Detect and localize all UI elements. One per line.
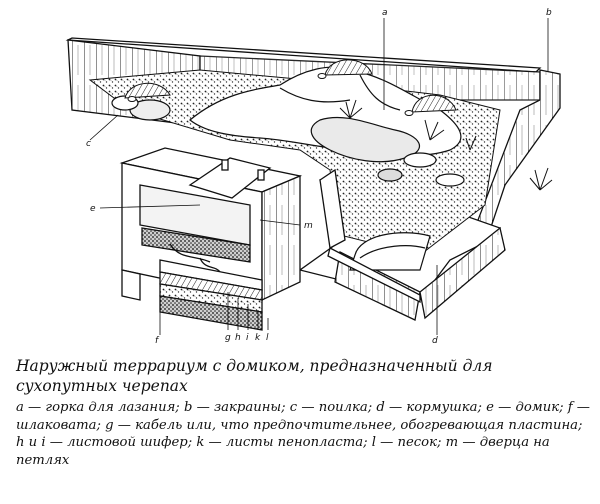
figure-caption: Наружный террариум с домиком, предназнач… [16,356,590,469]
label-e: e [90,204,96,214]
plants [339,99,553,191]
label-g: g [225,333,231,343]
figure-labels: a b c d e f g h i k l m [86,8,552,346]
enclosure-front-rail [319,168,421,304]
turtle-1 [124,82,171,102]
label-f: f [155,336,160,346]
label-c: c [86,139,91,149]
caption-legend: a — горка для лазания; b — закраины; c —… [16,400,590,468]
label-i: i [246,333,249,343]
climbing-hill [111,66,465,187]
turtle-3 [404,94,457,116]
label-l: l [266,333,269,343]
water-bowl [349,232,431,271]
leader-lines [89,18,549,335]
label-d: d [432,336,438,346]
turtle-2 [317,59,373,79]
caption-title: Наружный террариум с домиком, предназнач… [16,357,493,395]
terrarium-illustration: a b c d e f g h i k l m [65,8,561,346]
label-a: a [382,8,388,18]
label-h: h [235,333,241,343]
label-k: k [255,333,261,343]
label-b: b [546,8,552,18]
label-m: m [304,221,313,231]
house-cutaway [119,147,303,331]
